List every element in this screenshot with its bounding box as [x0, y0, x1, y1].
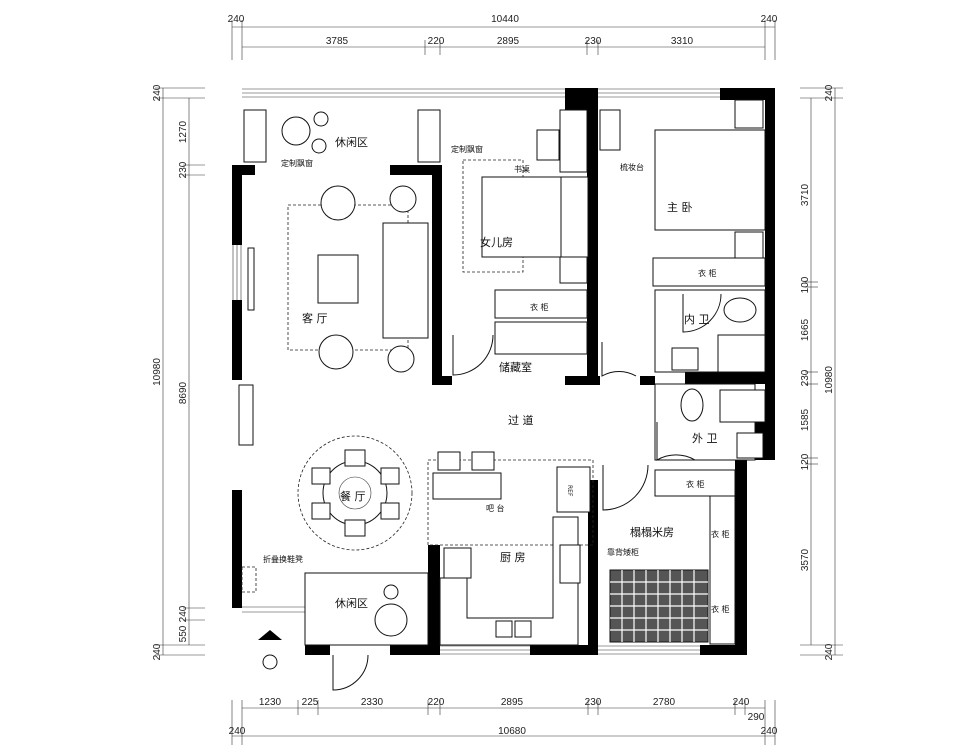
dim-right-inner: 100: [800, 276, 811, 293]
dim-right-inner: 1665: [800, 318, 811, 341]
dim-left-outer: 240: [152, 643, 163, 660]
note-bay-window: 定制飘窗: [281, 158, 313, 168]
room-label-storage: 储藏室: [499, 360, 532, 374]
dim-left-outer: 240: [152, 84, 163, 101]
dim-top-inner: 220: [428, 36, 445, 47]
dim-bottom-inner: 225: [302, 697, 319, 708]
dim-bottom-inner: 230: [585, 697, 602, 708]
dim-right-inner: 1585: [800, 408, 811, 431]
dim-right-inner: 240: [824, 643, 835, 660]
furniture: [238, 99, 766, 691]
dim-bottom-inner: 220: [428, 697, 445, 708]
room-label-master: 主 卧: [667, 201, 693, 214]
dim-top-outer: 240: [228, 14, 245, 25]
dim-bottom-inner: 2330: [361, 697, 384, 708]
dim-bottom-outer: 10680: [498, 726, 526, 737]
dim-bottom-inner: 1230: [259, 697, 282, 708]
dim-right-inner: 3570: [800, 548, 811, 571]
note-bay-window: 定制飘窗: [451, 144, 483, 154]
room-label-dining: 餐 厅: [340, 489, 366, 503]
dim-right-inner: 230: [800, 369, 811, 386]
dimension-labels: 240 10440 240 3785 220 2895 230 3310 240…: [152, 14, 835, 737]
dim-bottom-inner: 2895: [501, 697, 524, 708]
note-wardrobe: 衣 柜: [530, 302, 549, 312]
note-vanity: 梳妆台: [620, 162, 644, 172]
note-wardrobe: 衣 柜: [711, 529, 730, 539]
note-wardrobe: 衣 柜: [711, 604, 730, 614]
dim-left-inner: 1270: [178, 120, 189, 143]
dim-bottom-inner: 240: [733, 697, 750, 708]
note-bar: 吧 台: [486, 503, 505, 513]
dimension-lines: [155, 20, 843, 745]
dim-left-inner: 550: [178, 625, 189, 642]
note-shoe-bench: 折叠换鞋凳: [263, 554, 303, 564]
dim-left-inner: 230: [178, 161, 189, 178]
dim-bottom-outer: 240: [761, 726, 778, 737]
dim-right-inner: 3710: [800, 183, 811, 206]
room-label-living: 客 厅: [302, 311, 328, 325]
room-label-kitchen: 厨 房: [500, 551, 526, 564]
dim-top-outer: 10440: [491, 14, 519, 25]
room-label-daughter: 女儿房: [480, 235, 513, 249]
note-low-cabinet: 靠背矮柜: [607, 547, 639, 557]
room-labels: 休闲区 客 厅 女儿房 主 卧 储藏室 内 卫 过 道 外 卫 餐 厅 厨 房 …: [302, 135, 718, 610]
note-wardrobe: 衣 柜: [698, 268, 717, 278]
room-label-corridor: 过 道: [508, 413, 534, 427]
dim-top-inner: 2895: [497, 36, 520, 47]
dim-right-inner: 240: [824, 84, 835, 101]
dim-right-outer: 10980: [824, 366, 835, 394]
dim-right-inner: 120: [800, 453, 811, 470]
dim-top-inner: 230: [585, 36, 602, 47]
room-label-outer-bath: 外 卫: [692, 432, 718, 445]
room-label-tatami: 榻榻米房: [630, 525, 674, 539]
dim-top-outer: 240: [761, 14, 778, 25]
annotations: 定制飘窗 定制飘窗 书桌 梳妆台 衣 柜 衣 柜 衣 柜 衣 柜 衣 柜 吧 台…: [263, 144, 730, 614]
room-label-leisure-top: 休闲区: [335, 135, 368, 149]
dim-top-inner: 3785: [326, 36, 349, 47]
note-desk: 书桌: [514, 164, 530, 174]
room-label-leisure-bottom: 休闲区: [335, 596, 368, 610]
dim-left-inner: 240: [178, 605, 189, 622]
dim-left-outer: 10980: [152, 358, 163, 386]
note-wardrobe: 衣 柜: [686, 479, 705, 489]
dim-top-inner: 3310: [671, 36, 694, 47]
dim-bottom-outer: 240: [229, 726, 246, 737]
note-fridge: REF: [566, 485, 573, 497]
dim-left-inner: 8690: [178, 381, 189, 404]
room-label-inner-bath: 内 卫: [684, 312, 710, 326]
dim-bottom-inner: 290: [748, 712, 765, 723]
dim-bottom-inner: 2780: [653, 697, 676, 708]
